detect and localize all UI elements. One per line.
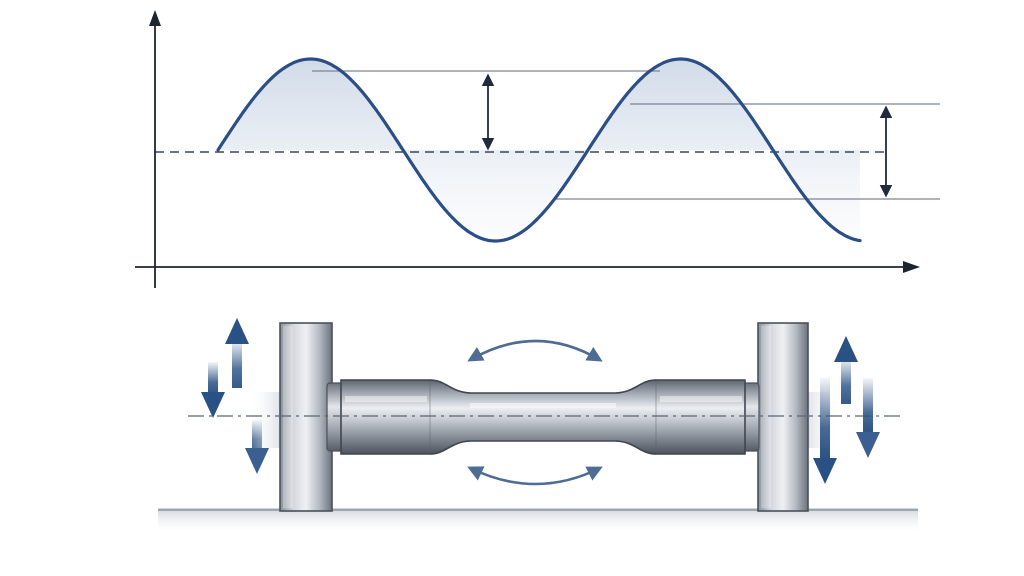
specimen-body xyxy=(340,379,746,455)
y-axis-arrowhead xyxy=(149,10,161,26)
rotation-arrows xyxy=(467,339,603,486)
plot-fade xyxy=(215,150,865,245)
right-down-arrow-outer xyxy=(856,378,880,458)
left-grip xyxy=(248,322,333,512)
test-specimen xyxy=(326,379,760,455)
rotation-arrow-top xyxy=(467,339,603,362)
left-up-arrow xyxy=(225,318,249,388)
stress-cycle-plot xyxy=(135,10,940,288)
rotation-arrow-bottom xyxy=(467,466,603,486)
right-load-arrows xyxy=(813,336,880,484)
left-grip-stub xyxy=(248,392,284,448)
stress-wave-curve xyxy=(216,57,862,243)
left-grip-block xyxy=(279,322,333,512)
left-down-arrow-outer xyxy=(201,362,225,418)
ground-base xyxy=(158,508,918,534)
x-axis-arrowhead xyxy=(903,261,920,273)
right-up-arrow xyxy=(834,336,858,404)
right-down-arrow-inner xyxy=(813,378,837,484)
